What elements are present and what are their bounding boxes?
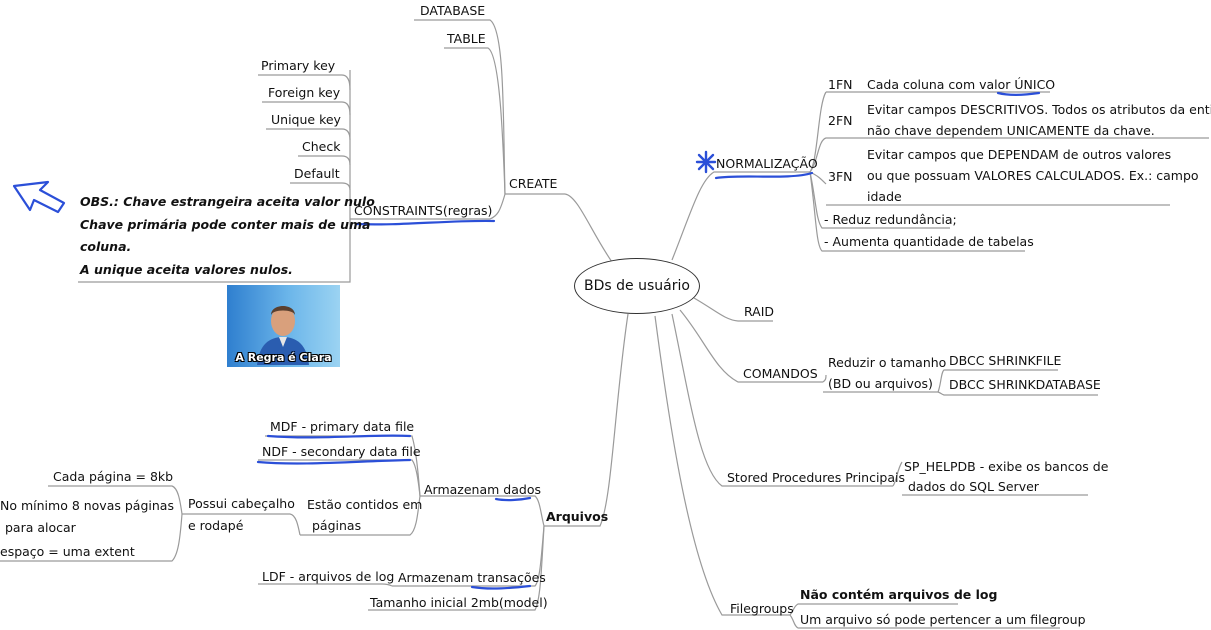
ndf-node[interactable]: NDF - secondary data file: [262, 444, 421, 459]
stored-procedures-node[interactable]: Stored Procedures Principais: [727, 470, 906, 485]
pagina-size-node[interactable]: Cada página = 8kb: [53, 469, 174, 484]
constraint-check[interactable]: Check: [302, 139, 341, 154]
comandos-node[interactable]: COMANDOS: [743, 366, 818, 381]
create-node[interactable]: CREATE: [509, 176, 558, 191]
asterisk-icon: [695, 150, 717, 174]
photo-caption: A Regra é Clara: [235, 351, 332, 364]
tamanho-inicial-node[interactable]: Tamanho inicial 2mb(model): [370, 595, 548, 610]
constraints-node[interactable]: CONSTRAINTS(regras): [354, 203, 493, 218]
fn3-line-2: ou que possuam VALORES CALCULADOS. Ex.: …: [867, 168, 1199, 183]
constraints-obs-note: OBS.: Chave estrangeira aceita valor nul…: [80, 191, 375, 281]
highlight-normalizacao: [714, 171, 814, 180]
cabecalho-line-1[interactable]: Possui cabeçalho: [188, 496, 295, 511]
obs-line-3: coluna.: [80, 239, 132, 254]
link-center-comandos: [679, 309, 823, 383]
highlight-transacoes: [470, 584, 532, 590]
arquivos-node[interactable]: Arquivos: [546, 509, 609, 524]
link-center-normalizacao: [671, 171, 810, 261]
fn2-label[interactable]: 2FN: [828, 113, 853, 128]
obs-line-1: OBS.: Chave estrangeira aceita valor nul…: [80, 194, 375, 209]
fn3-line-3: idade: [867, 189, 902, 204]
highlight-unico: [996, 91, 1041, 96]
cabecalho-line-2: e rodapé: [188, 518, 244, 533]
constraint-unique-key[interactable]: Unique key: [271, 112, 341, 127]
arrow-icon: [12, 180, 66, 214]
normalizacao-note-2: - Aumenta quantidade de tabelas: [824, 234, 1034, 249]
highlight-dados: [494, 496, 532, 502]
link-center-raid: [693, 297, 773, 322]
mdf-node[interactable]: MDF - primary data file: [270, 419, 415, 434]
normalizacao-note-1: - Reduz redundância;: [824, 212, 957, 227]
ldf-node[interactable]: LDF - arquivos de log: [262, 569, 395, 584]
fn2-line-1: Evitar campos DESCRITIVOS. Todos os atri…: [867, 102, 1211, 117]
filegroup-note-2[interactable]: Um arquivo só pode pertencer a um filegr…: [800, 612, 1086, 627]
fn1-label[interactable]: 1FN: [828, 77, 853, 92]
extent-line-2: para alocar: [5, 520, 76, 535]
center-label: BDs de usuário: [584, 278, 690, 294]
obs-line-4: A unique aceita valores nulos.: [80, 261, 293, 277]
link-center-arquivos: [544, 313, 629, 527]
normalizacao-node[interactable]: NORMALIZAÇÃO: [716, 156, 818, 171]
link-center-create: [564, 193, 613, 263]
link-create-table: [444, 47, 506, 195]
center-node[interactable]: BDs de usuário: [574, 258, 700, 314]
fn2-line-2: não chave dependem UNICAMENTE da chave.: [867, 123, 1155, 138]
constraint-foreign-key[interactable]: Foreign key: [268, 85, 341, 100]
database-node[interactable]: DATABASE: [420, 3, 486, 18]
fn3-label[interactable]: 3FN: [828, 169, 853, 184]
fn3-line-1: Evitar campos que DEPENDAM de outros val…: [867, 147, 1172, 162]
helpdb-line-1[interactable]: SP_HELPDB - exibe os bancos de: [904, 459, 1109, 474]
paginas-line-1[interactable]: Estão contidos em: [307, 497, 423, 512]
helpdb-line-2: dados do SQL Server: [908, 479, 1039, 494]
obs-line-2: Chave primária pode conter mais de uma: [80, 216, 371, 232]
highlight-constraints: [354, 219, 496, 226]
armazenam-transacoes-node[interactable]: Armazenam transações: [398, 570, 546, 585]
highlight-ndf: [256, 458, 412, 465]
link-create-database: [414, 19, 506, 195]
paginas-line-2: páginas: [312, 518, 362, 533]
fn1-text: Cada coluna com valor ÚNICO: [867, 77, 1056, 92]
table-node[interactable]: TABLE: [447, 31, 486, 46]
dbcc-shrinkfile[interactable]: DBCC SHRINKFILE: [949, 353, 1062, 368]
dbcc-shrinkdatabase[interactable]: DBCC SHRINKDATABASE: [949, 377, 1101, 392]
regra-clara-image: A Regra é Clara: [227, 285, 340, 367]
filegroups-node[interactable]: Filegroups: [730, 601, 794, 616]
filegroup-note-1[interactable]: Não contém arquivos de log: [800, 587, 998, 602]
highlight-mdf: [266, 434, 412, 439]
extent-line-3: espaço = uma extent: [0, 544, 135, 559]
armazenam-dados-node[interactable]: Armazenam dados: [424, 482, 541, 497]
person-illustration: [257, 306, 309, 365]
reduzir-line-2: (BD ou arquivos): [828, 376, 933, 391]
extent-line-1[interactable]: No mínimo 8 novas páginas: [0, 498, 174, 513]
reduzir-line-1[interactable]: Reduzir o tamanho: [828, 355, 947, 370]
link-constraints-obs: [78, 219, 351, 283]
raid-node[interactable]: RAID: [744, 304, 775, 319]
constraint-primary-key[interactable]: Primary key: [261, 58, 336, 73]
link-create-constraints: [350, 193, 506, 220]
link-center-filegroups: [654, 315, 790, 616]
constraint-default[interactable]: Default: [294, 166, 340, 181]
link-center-stored: [671, 313, 893, 487]
